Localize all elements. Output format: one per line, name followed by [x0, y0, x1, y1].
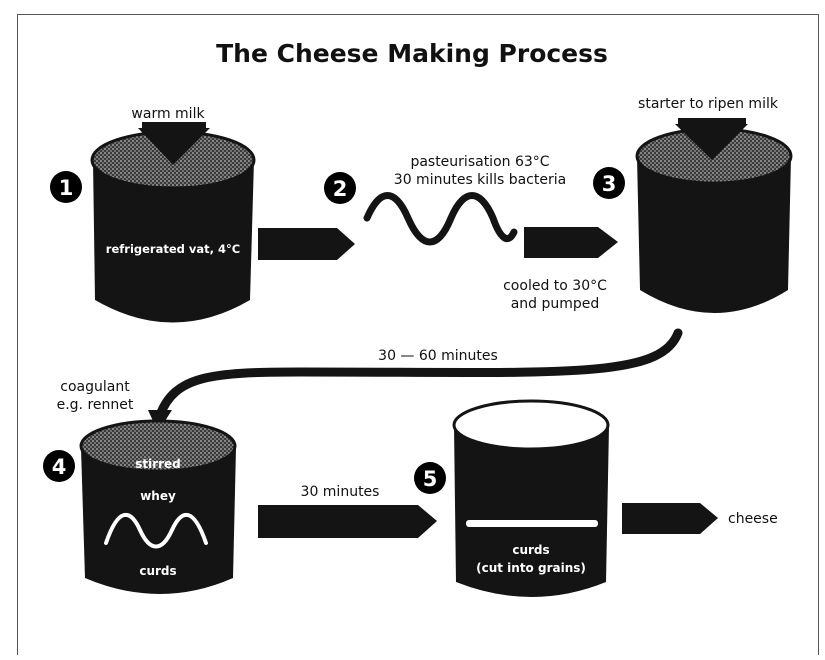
- funnel-1: [138, 128, 210, 165]
- vat-3: [637, 157, 791, 313]
- arrow-1-to-2: [258, 228, 355, 260]
- vat-5: [454, 426, 609, 597]
- cooled-label: cooled to 30°C: [503, 278, 607, 294]
- step-3-badge: [593, 167, 625, 199]
- vat-1-label: refrigerated vat, 4°C: [106, 242, 240, 256]
- step-5-number: 5: [423, 467, 438, 491]
- curds-label-4: curds: [139, 564, 176, 578]
- step-4: coagulant e.g. rennet stirred whey curds…: [43, 379, 237, 594]
- warm-milk-label: warm milk: [131, 106, 205, 122]
- vat-4: [81, 448, 236, 594]
- whey-label: whey: [140, 489, 176, 503]
- funnel-1-rim: [142, 122, 206, 130]
- funnel-3-rim: [678, 118, 746, 126]
- curds-layer-line: [466, 520, 598, 527]
- step-3: starter to ripen milk 3: [593, 96, 793, 313]
- kills-bacteria-label: 30 minutes kills bacteria: [394, 172, 566, 188]
- page-title: The Cheese Making Process: [216, 39, 608, 68]
- vat-5-top: [452, 399, 610, 451]
- step-5: curds (cut into grains) 5: [414, 399, 610, 597]
- step-4-badge: [43, 450, 75, 482]
- funnel-3: [675, 124, 748, 160]
- pumped-label: and pumped: [511, 296, 600, 312]
- thirty-sixty-label: 30 — 60 minutes: [378, 348, 498, 364]
- pasteurisation-label: pasteurisation 63°C: [410, 154, 549, 170]
- cheese-label: cheese: [728, 511, 778, 527]
- step-3-number: 3: [602, 172, 617, 196]
- vat-4-surface: [79, 419, 237, 473]
- step-2-badge: [324, 172, 356, 204]
- curds-label-5: curds: [512, 543, 549, 557]
- step-2: pasteurisation 63°C 30 minutes kills bac…: [324, 154, 566, 246]
- curds-wave: [104, 512, 208, 549]
- starter-label: starter to ripen milk: [638, 96, 779, 112]
- cut-into-grains-label: (cut into grains): [476, 561, 586, 575]
- stirred-label: stirred: [135, 457, 181, 471]
- pasteuriser-coil: [363, 192, 518, 246]
- vat-1: [93, 160, 254, 323]
- arrow-5-to-cheese: [622, 503, 718, 534]
- step-5-badge: [414, 462, 446, 494]
- pipe-3-to-4: [155, 328, 683, 420]
- step-1-badge: [50, 171, 82, 203]
- rennet-label: e.g. rennet: [57, 397, 134, 413]
- coagulant-label: coagulant: [60, 379, 130, 395]
- step-1: warm milk refrigerated vat, 4°C 1: [50, 106, 256, 323]
- step-4-number: 4: [52, 455, 67, 479]
- arrow-4-to-5: [258, 505, 437, 538]
- diagram-frame: [17, 14, 819, 655]
- step-2-number: 2: [333, 177, 348, 201]
- thirty-minutes-label: 30 minutes: [301, 484, 380, 500]
- arrow-2-to-3: [524, 227, 618, 258]
- step-1-number: 1: [59, 176, 74, 200]
